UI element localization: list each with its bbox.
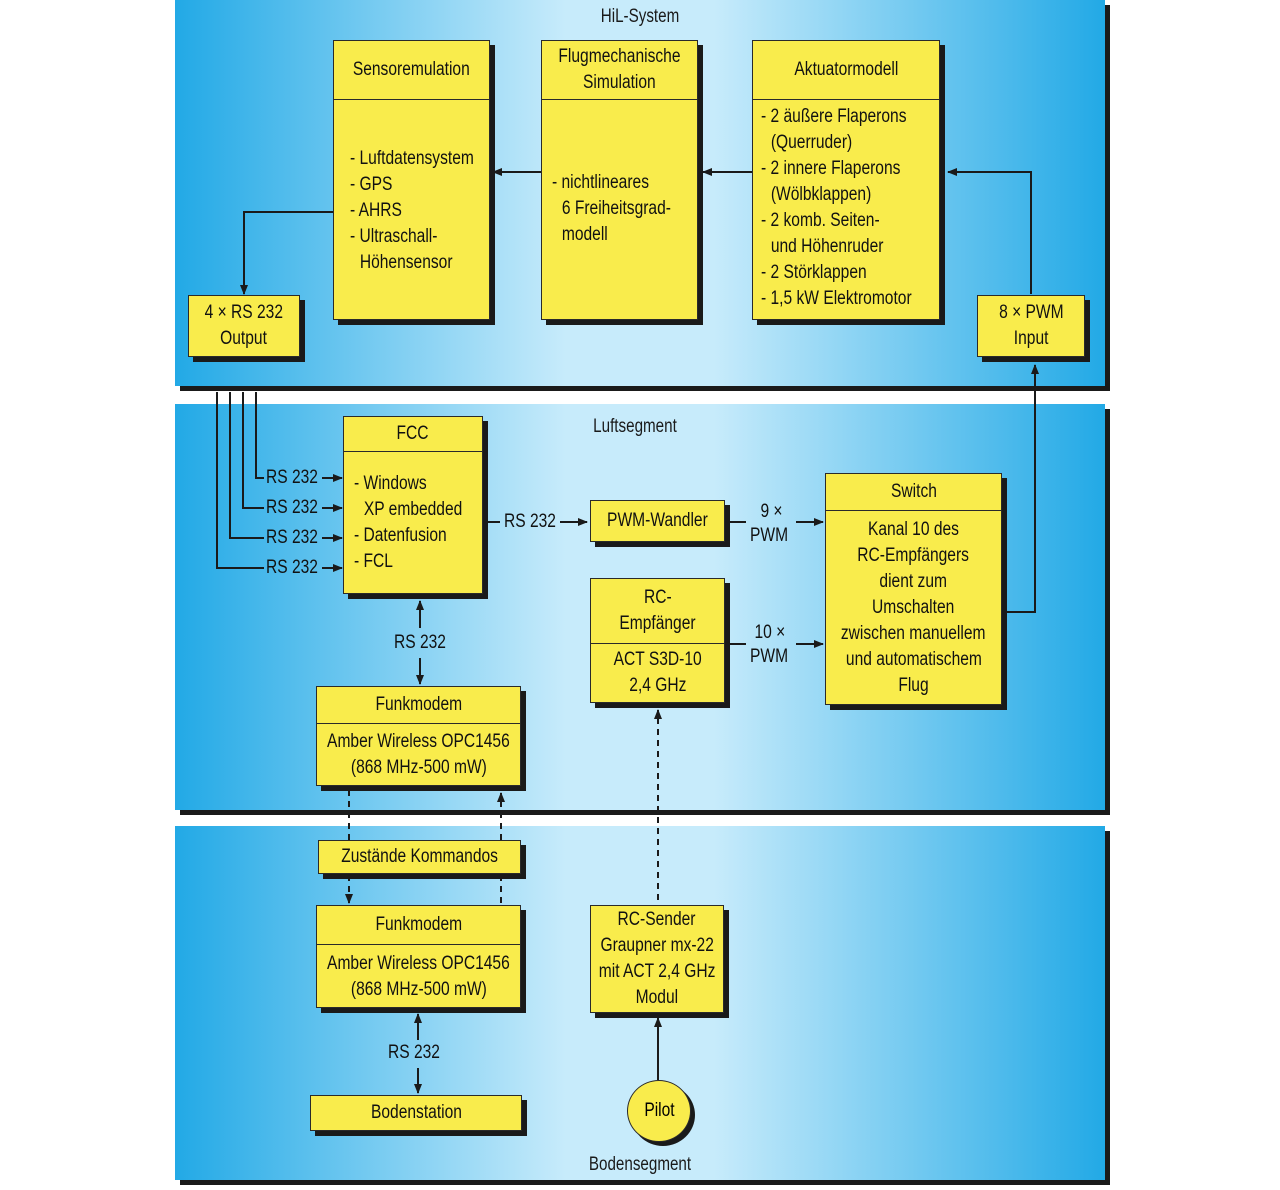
rc-receiver-title-line: Empfänger bbox=[619, 613, 696, 634]
switch-line: und automatischem bbox=[845, 649, 982, 670]
switch-line: dient zum bbox=[879, 571, 948, 592]
sensor-line: Höhensensor bbox=[359, 252, 453, 273]
flight-title-line: Flugmechanische bbox=[558, 46, 681, 67]
bodenstation-box: Bodenstation bbox=[310, 1095, 522, 1131]
pwm-input-box: 8 × PWM Input bbox=[977, 295, 1085, 357]
pwm10-unit: PWM bbox=[750, 646, 789, 667]
rc-sender-line: Modul bbox=[635, 987, 679, 1008]
actuator-line: - 2 Störklappen bbox=[761, 262, 867, 283]
actuator-line: - 2 äußere Flaperons bbox=[761, 106, 907, 127]
fcc-line: XP embedded bbox=[363, 499, 463, 520]
fcc-line: - Windows bbox=[354, 473, 427, 494]
flight-line: - nichtlineares bbox=[552, 172, 649, 193]
rc-empfaenger-box: RC- Empfänger ACT S3D-10 2,4 GHz bbox=[590, 578, 725, 703]
rc-receiver-title-line: RC- bbox=[643, 587, 672, 608]
actuator-line: (Querruder) bbox=[770, 132, 853, 153]
fcc-line: - FCL bbox=[354, 551, 393, 572]
switch-line: RC-Empfängers bbox=[857, 545, 970, 566]
funkmodem-ground-box: Funkmodem Amber Wireless OPC1456 (868 MH… bbox=[316, 905, 521, 1008]
ground-rs232-label: RS 232 bbox=[388, 1042, 440, 1063]
pwm9-unit: PWM bbox=[750, 525, 789, 546]
rs232-label: RS 232 bbox=[266, 497, 318, 518]
input-to-actuator-arrow bbox=[947, 168, 1032, 294]
pilot-circle: Pilot bbox=[627, 1080, 691, 1142]
rc-sender-line: RC-Sender bbox=[618, 909, 696, 930]
actuator-line: - 1,5 kW Elektromotor bbox=[761, 288, 912, 309]
sensor-line: - GPS bbox=[350, 174, 393, 195]
sensoremulation-box: Sensoremulation - Luftdatensystem - GPS … bbox=[333, 40, 490, 320]
rc-sender-line: Graupner mx-22 bbox=[600, 935, 714, 956]
funkmodem-air-line: (868 MHz-500 mW) bbox=[350, 757, 487, 778]
rs232-label: RS 232 bbox=[266, 557, 318, 578]
rs232-label: RS 232 bbox=[266, 467, 318, 488]
input-line: 8 × PWM bbox=[998, 302, 1064, 323]
fcc-line: - Datenfusion bbox=[354, 525, 447, 546]
rc-sender-line: mit ACT 2,4 GHz bbox=[598, 961, 716, 982]
hil-system-title: HiL-System bbox=[600, 6, 680, 27]
actuator-line: - 2 innere Flaperons bbox=[761, 158, 901, 179]
switch-box: Switch Kanal 10 des RC-Empfängers dient … bbox=[825, 473, 1002, 705]
actuator-line: und Höhenruder bbox=[770, 236, 884, 257]
flight-line: 6 Freiheitsgrad- bbox=[561, 198, 671, 219]
pwm10-count: 10 × bbox=[754, 622, 786, 643]
funkmodem-air-box: Funkmodem Amber Wireless OPC1456 (868 MH… bbox=[316, 686, 521, 786]
switch-line: Flug bbox=[898, 675, 929, 696]
fcc-title: FCC bbox=[396, 423, 430, 444]
output-line: Output bbox=[220, 328, 268, 349]
aktuatormodell-box: Aktuatormodell - 2 äußere Flaperons (Que… bbox=[752, 40, 940, 320]
fcc-box: FCC - Windows XP embedded - Datenfusion … bbox=[343, 416, 483, 594]
rs232-label: RS 232 bbox=[266, 527, 318, 548]
flight-title-line: Simulation bbox=[583, 72, 656, 93]
sensoremulation-title: Sensoremulation bbox=[353, 59, 470, 80]
aktuatormodell-title: Aktuatormodell bbox=[794, 59, 898, 80]
flight-line: modell bbox=[561, 224, 608, 245]
pwm10-label: 10 × PWM bbox=[750, 621, 788, 669]
pwm-wandler-box: PWM-Wandler bbox=[590, 500, 725, 542]
output-line: 4 × RS 232 bbox=[204, 302, 284, 323]
actuator-line: (Wölbklappen) bbox=[770, 184, 872, 205]
actuator-line: - 2 komb. Seiten- bbox=[761, 210, 880, 231]
bodenstation-label: Bodenstation bbox=[370, 1102, 462, 1123]
funkmodem-air-title: Funkmodem bbox=[375, 694, 462, 715]
sensor-line: - AHRS bbox=[350, 200, 402, 221]
sensor-line: - Luftdatensystem bbox=[350, 148, 474, 169]
rc-receiver-line: 2,4 GHz bbox=[628, 675, 687, 696]
funkmodem-ground-title: Funkmodem bbox=[375, 914, 462, 935]
funkmodem-air-line: Amber Wireless OPC1456 bbox=[327, 731, 510, 752]
fcc-modem-rs232-label: RS 232 bbox=[394, 632, 446, 653]
switch-line: Kanal 10 des bbox=[868, 519, 959, 540]
pwm9-label: 9 × PWM bbox=[750, 500, 788, 548]
funkmodem-ground-line: Amber Wireless OPC1456 bbox=[327, 952, 510, 974]
sensor-to-output-arrow bbox=[240, 211, 333, 295]
luftsegment-title: Luftsegment bbox=[593, 416, 677, 437]
funkmodem-ground-line: (868 MHz-500 mW) bbox=[350, 978, 487, 1000]
switch-title: Switch bbox=[890, 481, 937, 502]
flugmechanische-simulation-box: Flugmechanische Simulation - nichtlinear… bbox=[541, 40, 698, 320]
zustaende-kommandos-label: Zustände Kommandos bbox=[341, 846, 498, 867]
switch-line: zwischen manuellem bbox=[841, 623, 986, 644]
bodensegment-title: Bodensegment bbox=[588, 1154, 692, 1175]
sensor-line: - Ultraschall- bbox=[350, 226, 438, 247]
pwm9-count: 9 × bbox=[760, 501, 783, 522]
switch-line: Umschalten bbox=[872, 597, 955, 618]
fcc-pwm-rs232-label: RS 232 bbox=[504, 511, 556, 532]
rc-receiver-line: ACT S3D-10 bbox=[613, 649, 702, 670]
pwm-wandler-label: PWM-Wandler bbox=[607, 510, 708, 531]
zustaende-kommandos-box: Zustände Kommandos bbox=[318, 840, 521, 874]
rc-sender-box: RC-Sender Graupner mx-22 mit ACT 2,4 GHz… bbox=[590, 905, 724, 1013]
pilot-label: Pilot bbox=[643, 1100, 675, 1121]
input-line: Input bbox=[1013, 328, 1049, 349]
rs232-output-box: 4 × RS 232 Output bbox=[188, 295, 300, 357]
